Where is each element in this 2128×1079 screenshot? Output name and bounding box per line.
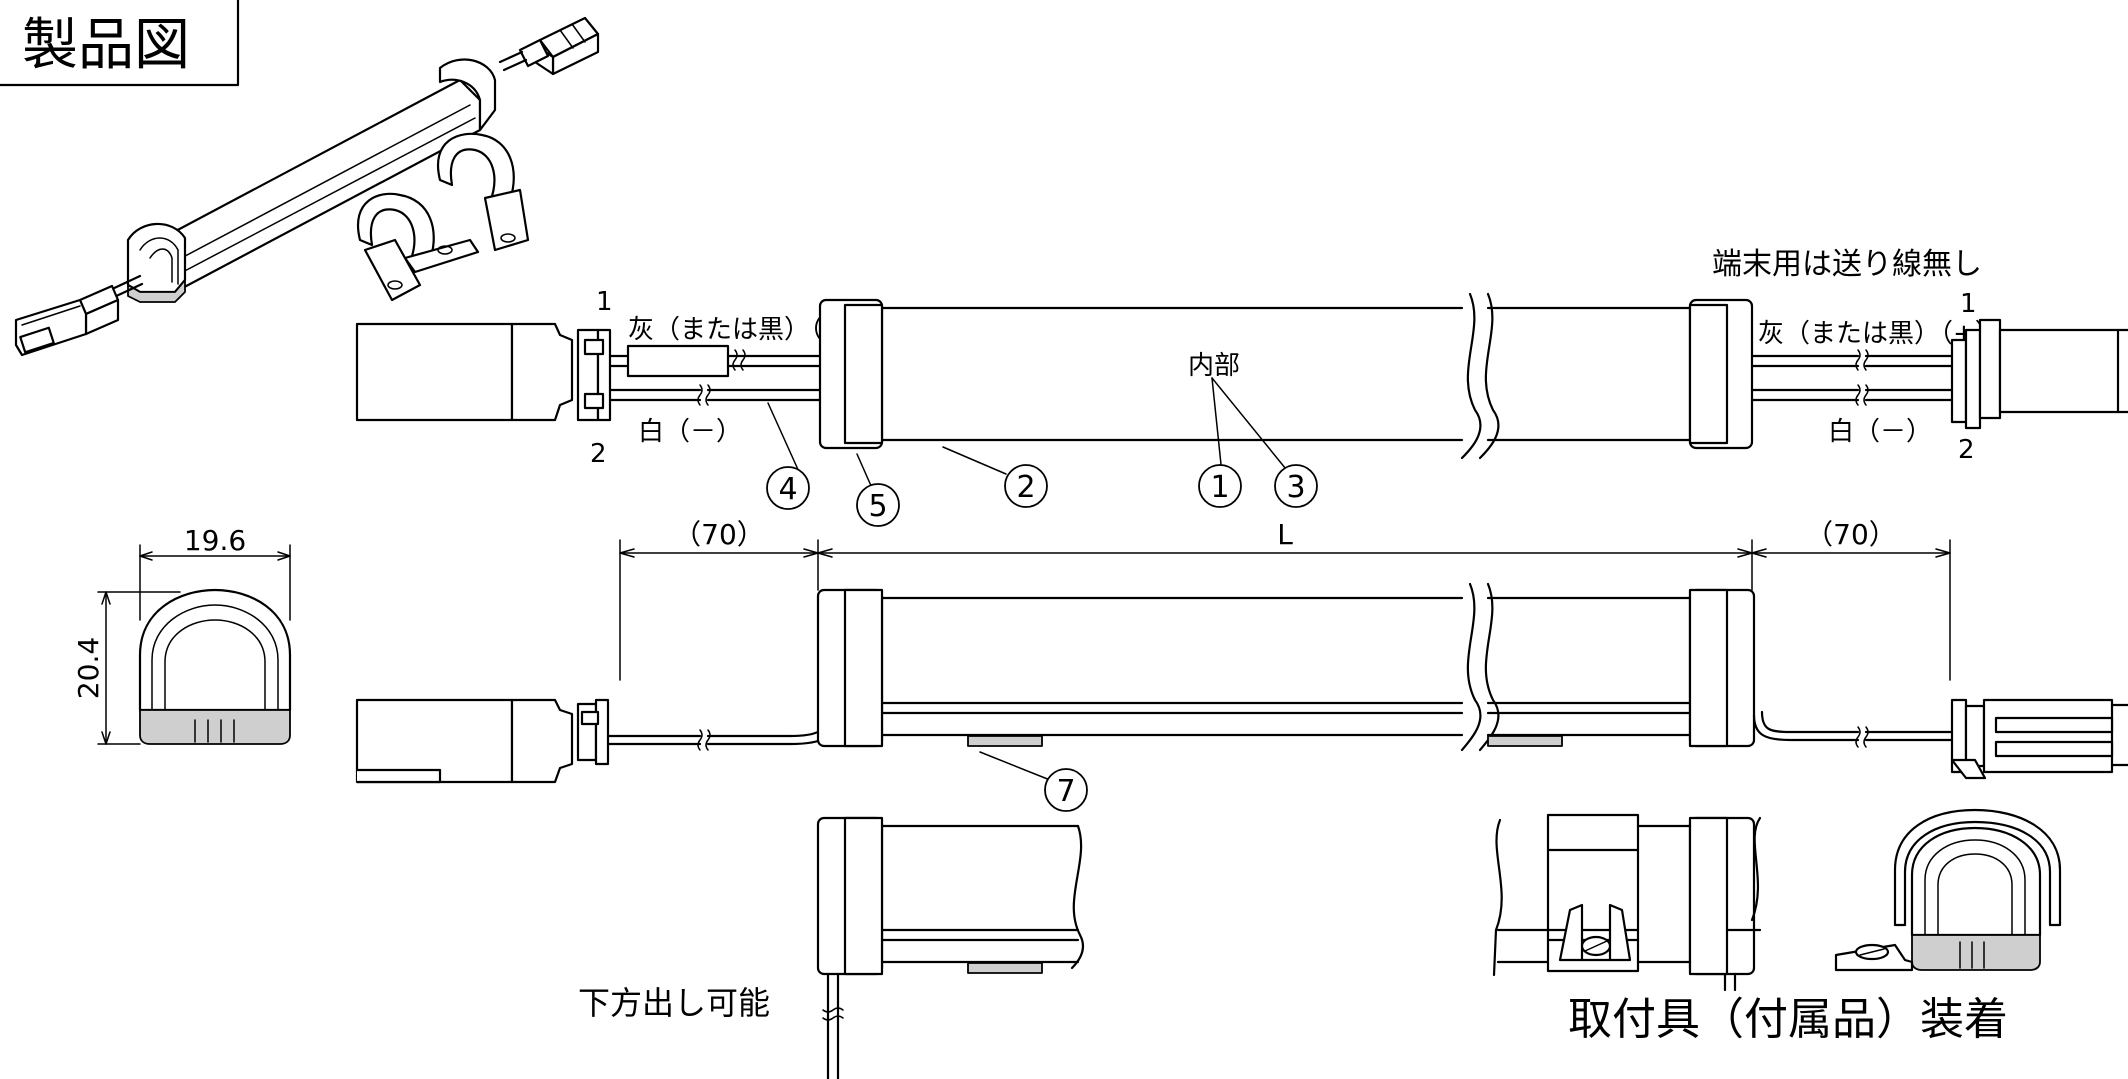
internal-label: 内部 <box>1188 351 1240 381</box>
pin2-right-label: 2 <box>1958 435 1975 465</box>
cross-section: 19.6 20.4 <box>72 524 292 745</box>
svg-text:5: 5 <box>868 489 887 524</box>
dim-lead-right: （70） <box>1805 518 1897 551</box>
dim-width: 19.6 <box>184 524 246 557</box>
top-plug-left: 1 2 <box>355 287 613 469</box>
dim-height: 20.4 <box>72 637 105 699</box>
dim-lead-left: （70） <box>673 518 765 551</box>
bracket-detail <box>1492 813 1762 992</box>
iso-connector-right <box>498 16 600 76</box>
callout-3: 3 <box>1274 464 1318 508</box>
wire-white-right-label: 白（－） <box>1828 417 1932 447</box>
callout-7: 7 <box>979 751 1088 812</box>
top-tube: 内部 <box>818 292 1754 475</box>
cross-section-bracket <box>1834 808 2062 972</box>
iso-tube <box>126 58 497 303</box>
side-tube <box>816 582 1756 752</box>
svg-text:4: 4 <box>778 472 797 507</box>
end-note-label: 端末用は送り線無し <box>1712 247 1982 282</box>
callout-1: 1 <box>1198 464 1242 508</box>
bracket-note-label: 取付具（付属品）装着 <box>1568 994 2008 1045</box>
dim-length: L <box>1277 518 1293 551</box>
side-plug-right <box>1752 698 2128 780</box>
length-dimensions: （70） L （70） <box>619 518 1951 681</box>
bottom-outlet-detail: 下方出し可能 <box>578 816 1085 1079</box>
isometric-view <box>14 16 600 357</box>
svg-text:2: 2 <box>1016 470 1035 505</box>
side-plug-left <box>355 698 836 784</box>
iso-connector-left <box>14 274 144 357</box>
pin1-right-label: 1 <box>1960 289 1977 319</box>
side-view <box>355 582 2128 784</box>
pin2-left-label: 2 <box>590 439 607 469</box>
top-view: 1 2 灰（または黒）（+） 白（－） <box>355 247 2128 475</box>
iso-brackets <box>357 132 530 302</box>
callouts: 4 5 2 1 3 7 <box>766 402 1318 812</box>
top-plug-right <box>1950 318 2128 430</box>
svg-text:7: 7 <box>1056 774 1075 809</box>
page-title: 製品図 <box>22 13 190 78</box>
title-box: 製品図 <box>0 0 240 87</box>
pin1-left-label: 1 <box>596 287 613 317</box>
bottom-outlet-label: 下方出し可能 <box>578 984 770 1022</box>
callout-4: 4 <box>766 402 810 510</box>
top-wires-left: 灰（または黒）（+） 白（－） <box>608 315 871 447</box>
callout-5: 5 <box>856 453 900 527</box>
svg-text:3: 3 <box>1286 470 1305 505</box>
svg-text:1: 1 <box>1210 470 1229 505</box>
wire-white-left-label: 白（－） <box>638 417 742 447</box>
callout-2: 2 <box>942 446 1048 508</box>
